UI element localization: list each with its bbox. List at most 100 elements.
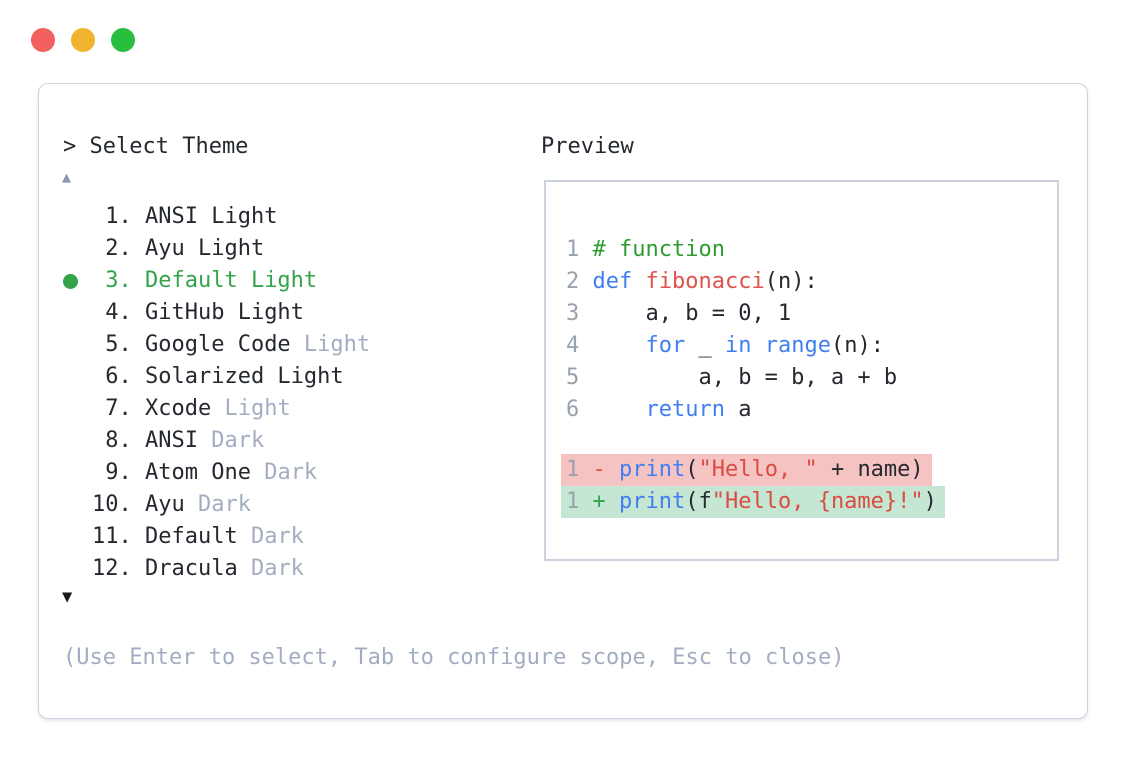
code-segment: a xyxy=(724,397,752,422)
diff-highlight: 1 + print(f"Hello, {name}!") xyxy=(561,486,945,518)
code-segment: a, b = b, a + b xyxy=(592,365,898,390)
item-name: Xcode xyxy=(144,396,212,421)
line-number: 2 xyxy=(566,269,593,294)
item-name: GitHub Light xyxy=(144,300,304,325)
theme-list-item[interactable]: 4. GitHub Light xyxy=(39,297,539,329)
item-name: Default Light xyxy=(144,268,318,293)
line-number: 1 xyxy=(566,237,593,262)
theme-list: 1. ANSI Light 2. Ayu Light 3. Default Li… xyxy=(39,201,539,585)
code-segment xyxy=(593,397,646,422)
theme-list-item[interactable]: 12. Dracula Dark xyxy=(39,553,539,585)
item-suffix: Light xyxy=(290,332,371,357)
code-segment: range xyxy=(764,333,831,358)
select-theme-prompt: > Select Theme xyxy=(63,134,249,159)
code-segment: _ xyxy=(685,333,725,358)
code-segment: def xyxy=(592,269,633,294)
item-suffix: Dark xyxy=(197,428,265,453)
item-number: 12. xyxy=(92,556,145,581)
item-name: Default xyxy=(144,524,238,549)
code-segment xyxy=(632,269,645,294)
scroll-up-icon[interactable]: ▲ xyxy=(62,168,72,186)
line-number: 1 xyxy=(566,457,593,482)
item-number: 8. xyxy=(92,428,145,453)
code-segment: fibonacci xyxy=(645,269,765,294)
code-segment: ) xyxy=(923,489,937,514)
item-number: 9. xyxy=(92,460,145,485)
diff-lines: 1 - print("Hello, " + name)1 + print(f"H… xyxy=(561,454,945,518)
item-name: Google Code xyxy=(144,332,291,357)
code-line: 4 for _ in range(n): xyxy=(566,330,897,362)
item-number: 3. xyxy=(92,268,145,293)
item-name: Dracula xyxy=(144,556,238,581)
diff-line: 1 - print("Hello, " + name) xyxy=(561,454,945,486)
code-segment: "Hello, {name}!" xyxy=(711,489,924,514)
item-name: ANSI xyxy=(144,428,198,453)
code-segment: print xyxy=(619,489,686,514)
theme-list-item[interactable]: 7. Xcode Light xyxy=(39,393,539,425)
code-line: 6 return a xyxy=(566,394,897,426)
window-controls xyxy=(31,28,135,52)
code-segment: (n): xyxy=(830,333,884,358)
zoom-button[interactable] xyxy=(111,28,135,52)
code-segment: # function xyxy=(592,237,725,262)
theme-list-item[interactable]: 6. Solarized Light xyxy=(39,361,539,393)
item-suffix: Dark xyxy=(250,460,318,485)
theme-list-item[interactable]: 11. Default Dark xyxy=(39,521,539,553)
line-number: 3 xyxy=(566,301,593,326)
code-line: 3 a, b = 0, 1 xyxy=(566,298,897,330)
theme-list-item[interactable]: 1. ANSI Light xyxy=(39,201,539,233)
code-segment: "Hello, " xyxy=(698,457,818,482)
code-segment: for xyxy=(645,333,686,358)
theme-list-item[interactable]: 5. Google Code Light xyxy=(39,329,539,361)
code-segment: return xyxy=(645,397,725,422)
item-name: Ayu Light xyxy=(144,236,265,261)
code-segment: print xyxy=(619,457,686,482)
code-segment: + name) xyxy=(817,457,924,482)
code-segment: in xyxy=(724,333,752,358)
theme-list-item[interactable]: 8. ANSI Dark xyxy=(39,425,539,457)
code-line: 5 a, b = b, a + b xyxy=(566,362,897,394)
item-suffix: Dark xyxy=(237,524,304,549)
diff-highlight: 1 - print("Hello, " + name) xyxy=(561,454,932,486)
item-name: Atom One xyxy=(144,460,251,485)
theme-list-item[interactable]: 9. Atom One Dark xyxy=(39,457,539,489)
scroll-down-icon[interactable]: ▼ xyxy=(62,587,73,607)
item-number: 11. xyxy=(92,524,145,549)
item-number: 6. xyxy=(92,364,145,389)
code-line: 1 # function xyxy=(566,234,897,266)
line-number: 5 xyxy=(566,365,593,390)
code-segment: a, b = 0, 1 xyxy=(592,301,792,326)
line-number: 4 xyxy=(566,333,593,358)
theme-list-item[interactable]: 2. Ayu Light xyxy=(39,233,539,265)
item-suffix: Dark xyxy=(237,556,304,581)
close-button[interactable] xyxy=(31,28,55,52)
code-segment xyxy=(593,333,646,358)
line-number: 6 xyxy=(566,397,593,422)
code-line: 2 def fibonacci(n): xyxy=(566,266,897,298)
theme-selector-panel: > Select Theme Preview ▲ 1. ANSI Light 2… xyxy=(38,83,1088,719)
diff-sign: - xyxy=(592,457,619,482)
item-number: 5. xyxy=(92,332,145,357)
item-name: Ayu xyxy=(144,492,185,517)
item-number: 2. xyxy=(92,236,145,261)
theme-list-item[interactable]: 10. Ayu Dark xyxy=(39,489,539,521)
minimize-button[interactable] xyxy=(71,28,95,52)
diff-line: 1 + print(f"Hello, {name}!") xyxy=(561,486,945,518)
item-suffix: Light xyxy=(211,396,291,421)
selected-bullet-icon xyxy=(63,274,78,289)
code-segment: (n): xyxy=(764,269,818,294)
item-number: 7. xyxy=(92,396,145,421)
line-number: 1 xyxy=(566,489,593,514)
help-text: (Use Enter to select, Tab to configure s… xyxy=(63,645,845,670)
diff-sign: + xyxy=(592,489,619,514)
code-segment: (f xyxy=(685,489,712,514)
item-number: 10. xyxy=(92,492,145,517)
item-name: Solarized Light xyxy=(144,364,344,389)
item-name: ANSI Light xyxy=(144,204,278,229)
code-segment: ( xyxy=(685,457,699,482)
theme-list-item[interactable]: 3. Default Light xyxy=(39,265,539,297)
preview-title: Preview xyxy=(541,134,634,159)
item-number: 4. xyxy=(92,300,145,325)
